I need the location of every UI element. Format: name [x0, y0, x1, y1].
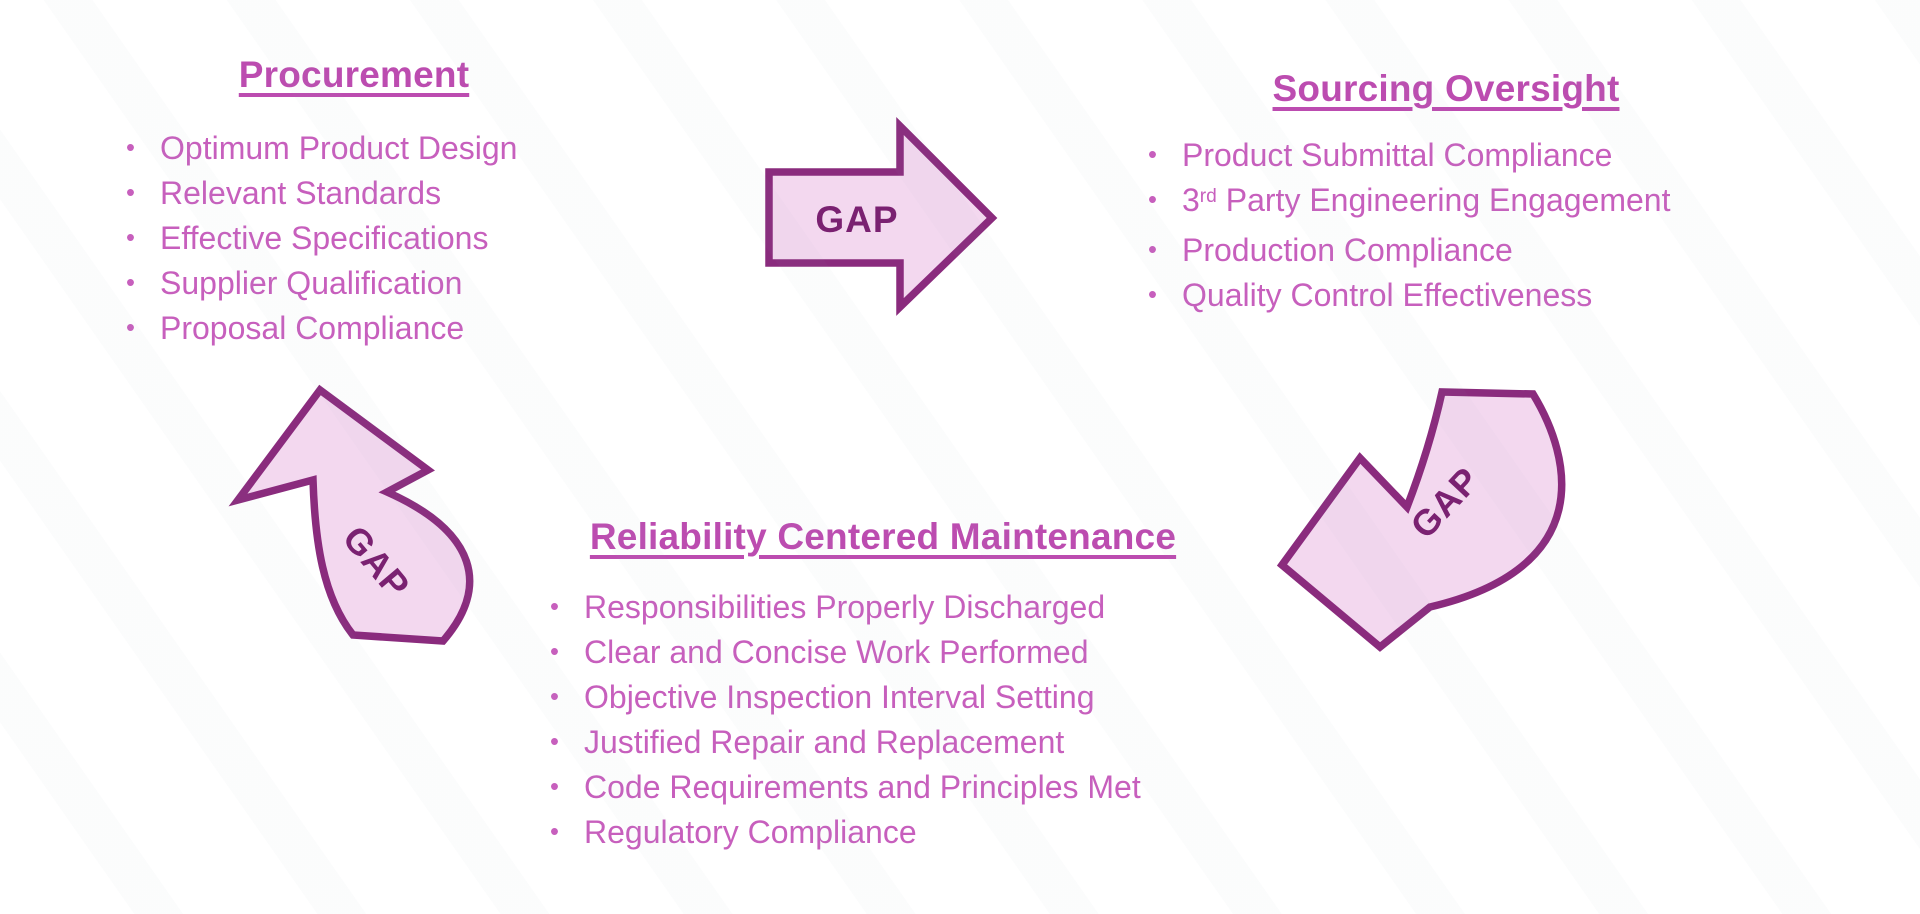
list-item: Proposal Compliance [124, 306, 584, 351]
rcm-list: Responsibilities Properly Discharged Cle… [548, 585, 1248, 855]
gap-arrow-right-icon: GAP [765, 116, 998, 316]
rcm-title: Reliability Centered Maintenance [589, 516, 1177, 557]
list-item: Production Compliance [1146, 228, 1816, 273]
list-item: Supplier Qualification [124, 261, 584, 306]
gap-arrow-curved-down-left-icon: GAP [1272, 383, 1597, 658]
list-item: Clear and Concise Work Performed [548, 630, 1248, 675]
list-item: Responsibilities Properly Discharged [548, 585, 1248, 630]
procurement-list: Optimum Product Design Relevant Standard… [124, 126, 584, 351]
gap-label: GAP [815, 199, 898, 240]
section-sourcing-oversight: Sourcing Oversight Product Submittal Com… [1146, 66, 1816, 318]
ordinal-superscript: rd [1199, 186, 1217, 208]
arrow-shape [765, 116, 998, 316]
gap-arrow-curve-svg: GAP [228, 384, 474, 645]
list-item: Product Submittal Compliance [1146, 133, 1816, 178]
sourcing-oversight-list: Product Submittal Compliance 3rd Party E… [1146, 133, 1816, 318]
list-item: Optimum Product Design [124, 126, 584, 171]
arrow-shape [228, 384, 474, 645]
list-item: Code Requirements and Principles Met [548, 765, 1248, 810]
item-text: Party Engineering Engagement [1216, 182, 1671, 218]
section-procurement: Procurement Optimum Product Design Relev… [124, 52, 584, 351]
list-item: Effective Specifications [124, 216, 584, 261]
list-item: Objective Inspection Interval Setting [548, 675, 1248, 720]
gap-arrow-right-svg: GAP [765, 116, 998, 316]
list-item: Relevant Standards [124, 171, 584, 216]
item-text: 3 [1182, 182, 1200, 218]
list-item: Justified Repair and Replacement [548, 720, 1248, 765]
arrow-shape [1276, 388, 1566, 652]
list-item: Regulatory Compliance [548, 810, 1248, 855]
gap-arrow-curved-up-icon: GAP [195, 382, 495, 650]
list-item: Quality Control Effectiveness [1146, 273, 1816, 318]
sourcing-oversight-title: Sourcing Oversight [1272, 68, 1620, 109]
procurement-title: Procurement [238, 54, 470, 95]
section-reliability-centered-maintenance: Reliability Centered Maintenance Respons… [548, 514, 1248, 855]
list-item: 3rd Party Engineering Engagement [1146, 178, 1816, 228]
gap-arrow-curve-svg: GAP [1276, 388, 1566, 652]
